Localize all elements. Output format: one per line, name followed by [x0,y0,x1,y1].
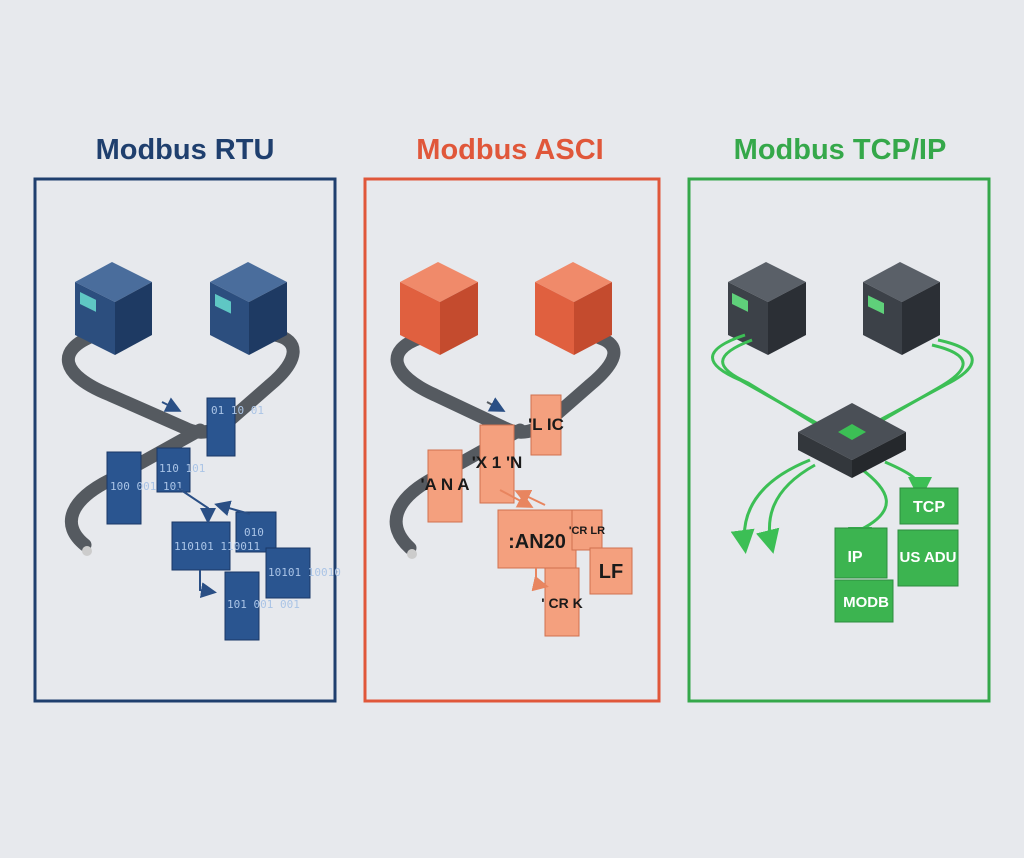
tcp-frame-text: US ADU [900,549,957,566]
ascii-frame [571,509,603,551]
ascii-frame [530,394,562,456]
rtu-frame [235,511,277,553]
rtu-frame [156,447,191,493]
ascii-device-1 [400,262,478,355]
tcp-frame [834,579,894,623]
rtu-frame [106,451,142,525]
tcp-frame [897,529,959,587]
ascii-frame [589,547,633,595]
ascii-panel [363,177,661,703]
tcp-frame [834,527,888,579]
ascii-frame-text: LF [599,561,623,583]
ascii-cable [389,331,621,555]
rtu-frame-text: 101 001 001 [227,598,300,611]
tcp-frame [899,487,959,525]
ascii-frame-text: 'A N A [420,475,469,494]
rtu-cable-end [82,546,92,556]
tcp-frame-text: IP [847,549,862,566]
ascii-frame-text: 'L IC [528,415,564,434]
ascii-frame-text: 'X 1 'N [472,453,523,472]
ascii-frame [427,449,463,523]
rtu-frame-text: 110101 110011 [174,540,260,553]
ascii-cable-end [407,549,417,559]
rtu-title: Modbus RTU [95,134,275,166]
rtu-frame-text: 110 101 [159,462,205,475]
rtu-frame-text: 10101 10010 [268,566,341,579]
rtu-frame [224,571,260,641]
rtu-frame-text: 100 001 101 [110,480,183,493]
rtu-device-1 [75,262,152,355]
ascii-frame-text: :AN20 [508,531,566,553]
ascii-frame-text: ' CR K [541,595,582,611]
rtu-device-2 [210,262,287,355]
tcp-device-1 [728,262,806,355]
rtu-frame [206,397,236,457]
ascii-title: Modbus ASCI [416,134,604,166]
ascii-frame [544,567,580,637]
tcp-frame-text: MODB [843,594,889,611]
tcp-panel [687,177,991,703]
rtu-frame-text: 01 10 01 [211,404,264,417]
rtu-panel [33,177,337,703]
ascii-frame [479,424,515,504]
tcp-frame-text: TCP [913,499,945,516]
network-switch [798,403,906,478]
ascii-device-2 [535,262,612,355]
tcp-title: Modbus TCP/IP [733,134,947,166]
tcp-device-2 [863,262,940,355]
rtu-frame [265,547,311,599]
rtu-frame [171,521,231,571]
ascii-frame-text: 'CR LR [569,525,605,537]
rtu-frame-text: 010 [244,526,264,539]
